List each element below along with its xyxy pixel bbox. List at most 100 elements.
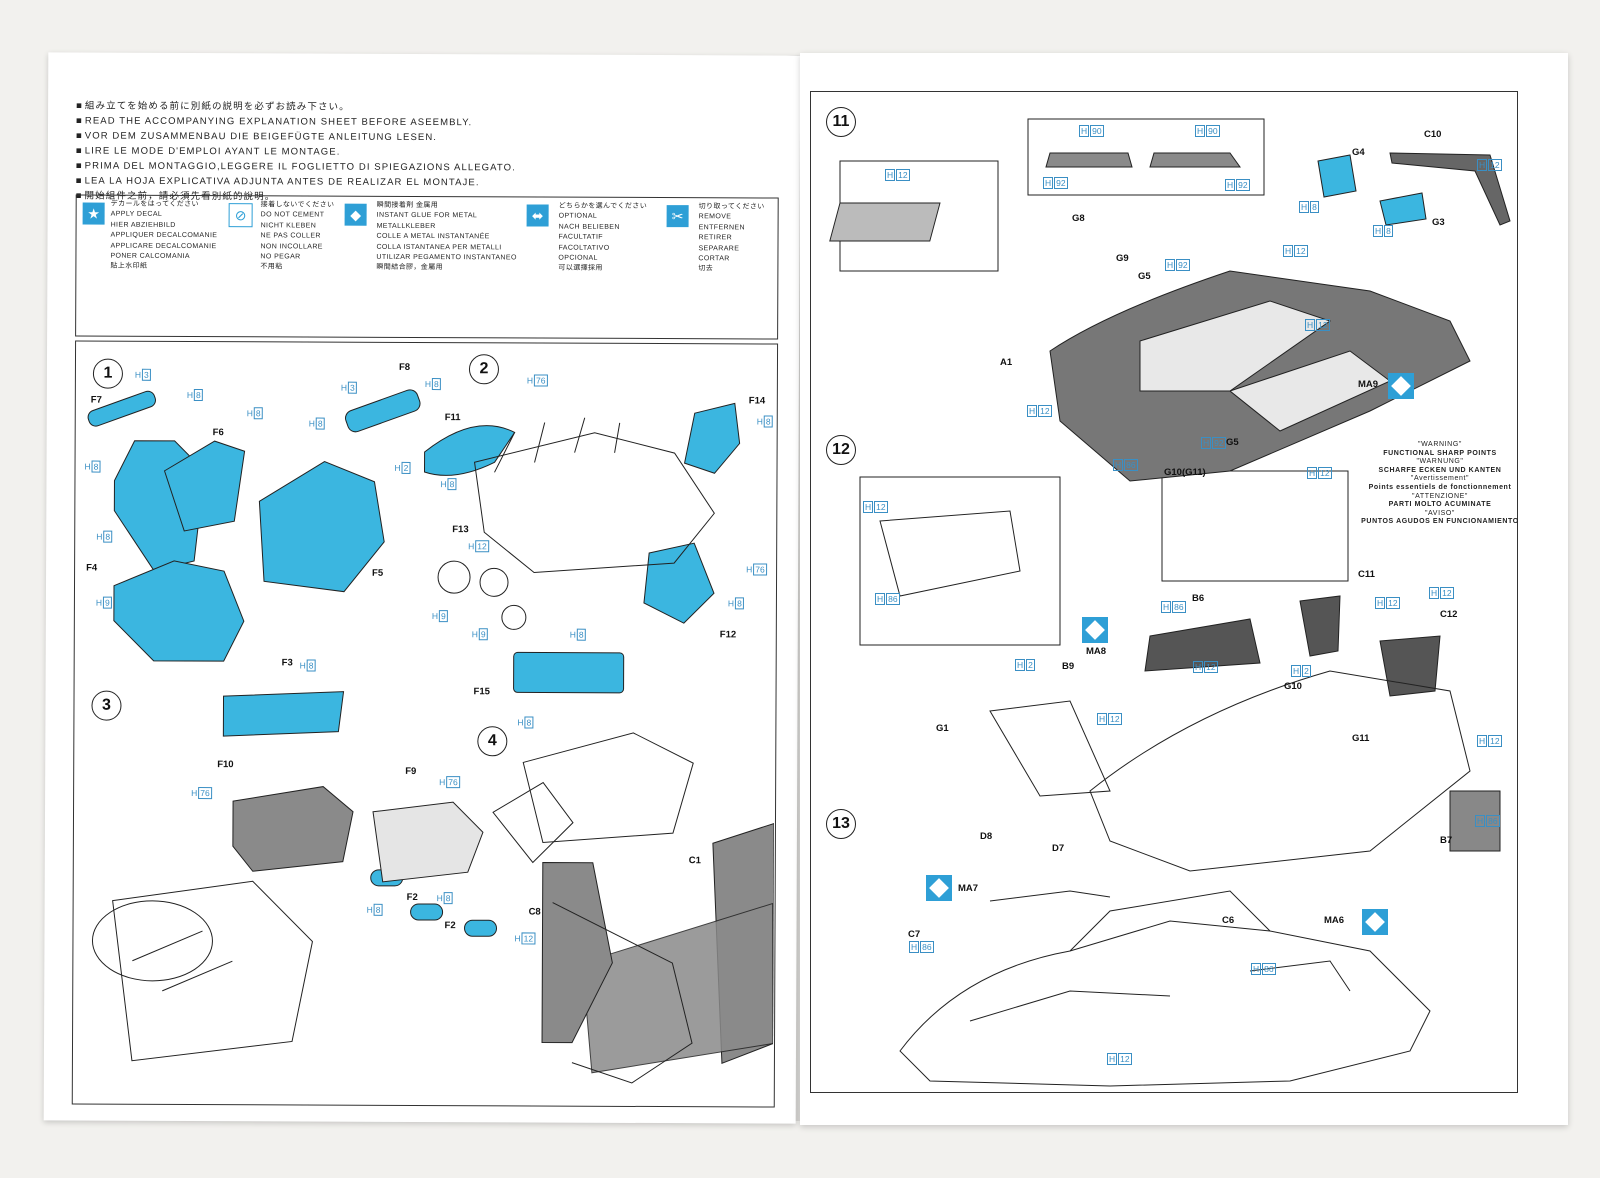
part-label: G11 [1352,733,1370,744]
instant-glue-icon [926,875,952,901]
part-label: F7 [90,394,102,406]
part-label: F4 [86,562,98,574]
step-4-number: 4 [477,726,508,757]
part-label: F13 [452,524,469,536]
part-label: F3 [281,657,293,669]
part-label: MA6 [1324,915,1345,926]
left-page: 組み立てを始める前に別紙の説明を必ずお読み下さい。 READ THE ACCOM… [43,52,801,1124]
remove-icon: ✂ [666,205,689,228]
part-label: G10(G11) [1164,467,1206,478]
part-label: G8 [1072,213,1085,224]
part-label: G3 [1432,217,1445,228]
part-label: C12 [1440,609,1458,620]
part-label: G1 [936,723,949,734]
right-page: 11 12 13 C10 G4 G3 G8 G9 G5 A1 MA9 G5 "W… [800,53,1568,1125]
steps-11-13-panel [810,91,1518,1093]
step-3-number: 3 [91,690,122,721]
part-label: F10 [217,759,234,771]
instant-glue-icon [1362,909,1388,935]
part-label: C7 [908,929,921,940]
part-label: MA7 [958,883,979,894]
part-label: F2 [444,920,456,932]
part-label: MA9 [1358,379,1379,390]
step-2-number: 2 [468,354,500,385]
step-11-number: 11 [826,107,856,137]
part-label: G5 [1226,437,1239,448]
optional-icon: ⬌ [526,204,549,227]
engine-assembly-illustration [87,389,775,1084]
part-label: F8 [398,361,411,373]
part-label: F9 [405,765,417,777]
part-label: B9 [1062,661,1075,672]
instant-glue-icon [1388,373,1414,399]
part-label: G4 [1352,147,1365,158]
part-label: A1 [1000,357,1013,368]
part-label: F12 [719,629,737,641]
instruction-notes: 組み立てを始める前に別紙の説明を必ずお読み下さい。 READ THE ACCOM… [76,98,516,205]
part-label: F6 [212,427,224,439]
part-label: C6 [1222,915,1235,926]
part-label: F5 [372,567,384,579]
part-label: B6 [1192,593,1205,604]
part-label: C10 [1424,129,1442,140]
sharp-points-warning: "WARNING"FUNCTIONAL SHARP POINTS "WARNUN… [1361,441,1519,526]
part-label: F11 [444,412,461,424]
part-label: D7 [1052,843,1065,854]
part-label: G9 [1116,253,1129,264]
no-cement-icon: ⊘ [228,203,253,228]
part-label: F15 [473,686,490,698]
part-label: G10 [1284,681,1302,692]
body-assembly-illustration [829,118,1511,1087]
part-label: C8 [528,906,541,918]
part-label: D8 [980,831,993,842]
